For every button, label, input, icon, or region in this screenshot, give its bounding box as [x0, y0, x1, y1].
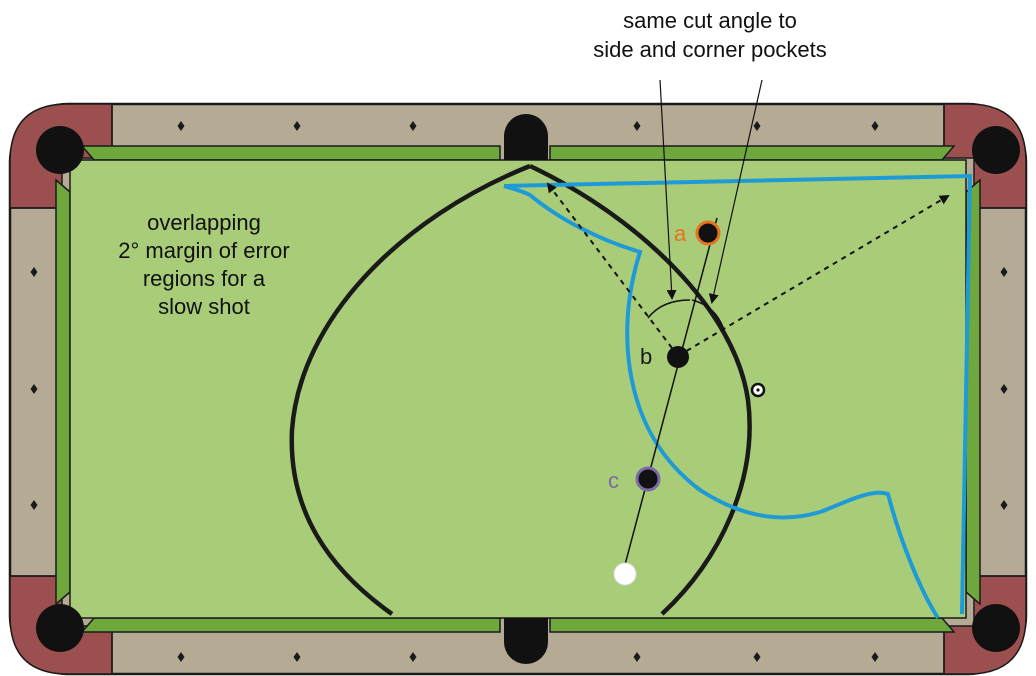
cue-ball: [614, 563, 636, 585]
cushion-bottom-right: [550, 618, 954, 632]
small-ghost-ball-center: [756, 388, 759, 391]
cushion-top-left: [82, 146, 500, 160]
cushion-bottom-left: [82, 618, 500, 632]
annotation-cut-angle-line1: same cut angle to: [623, 8, 797, 33]
annotation-margin-line1: overlapping: [147, 210, 261, 235]
pocket-top-left: [36, 126, 84, 174]
annotation-cut-angle-line2: side and corner pockets: [593, 37, 827, 62]
annotation-margin-line4: slow shot: [158, 294, 250, 319]
cushion-top-right: [550, 146, 954, 160]
ball-c-label: c: [608, 468, 619, 493]
pocket-top-right: [972, 126, 1020, 174]
ball-a: [697, 222, 719, 244]
pocket-bottom-right: [972, 604, 1020, 652]
annotation-margin-line2: 2° margin of error: [118, 238, 289, 263]
ball-b-label: b: [640, 344, 652, 369]
pocket-bottom-left: [36, 604, 84, 652]
cushion-left: [56, 180, 70, 604]
pocket-bottom-side: [504, 618, 548, 664]
ball-a-label: a: [674, 221, 687, 246]
annotation-margin-line3: regions for a: [143, 266, 266, 291]
ball-c: [637, 468, 659, 490]
ball-b: [667, 346, 689, 368]
pocket-top-side: [504, 114, 548, 160]
